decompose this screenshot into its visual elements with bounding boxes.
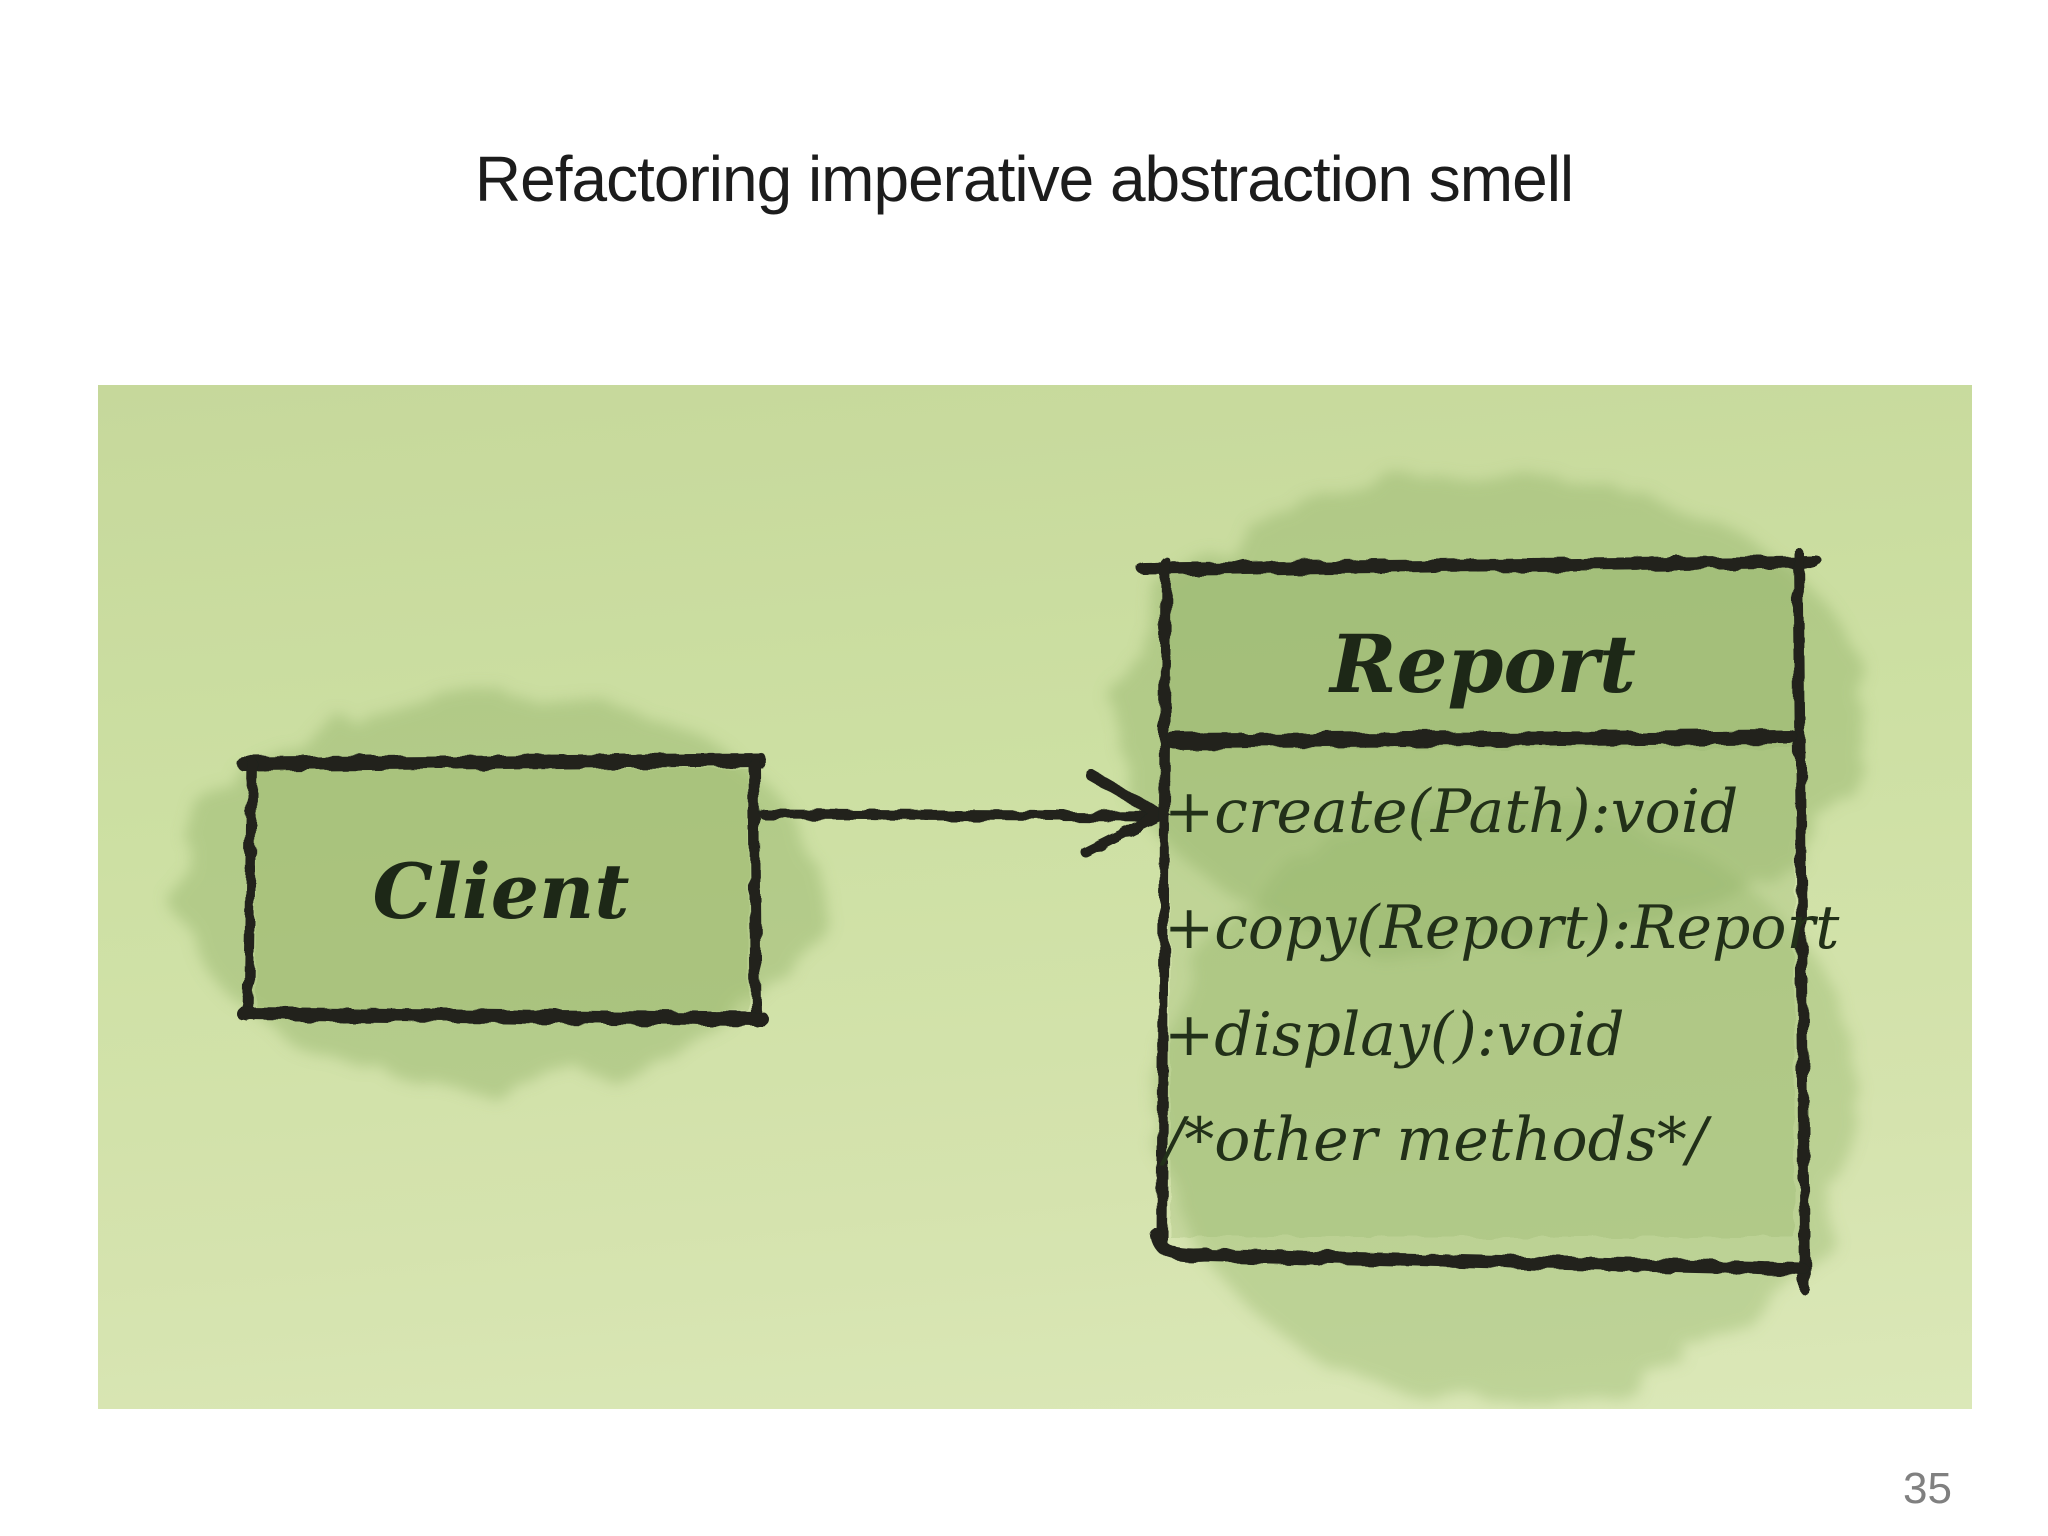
client-box-border <box>237 753 769 1027</box>
report-title-divider <box>1166 729 1798 749</box>
diagram-sketch <box>178 475 1868 1405</box>
report-method-display: +display():void <box>1164 1000 1625 1070</box>
report-box-fill-top <box>1170 569 1794 749</box>
report-box-border <box>1137 547 1823 1295</box>
report-method-copy: +copy(Report):Report <box>1164 893 1840 963</box>
client-box-fill <box>256 769 748 1011</box>
page-number: 35 <box>1903 1464 1952 1513</box>
dependency-arrow <box>759 770 1172 858</box>
report-class-name: Report <box>1330 617 1636 711</box>
report-method-create: +create(Path):void <box>1164 777 1739 847</box>
client-class-name: Client <box>372 847 630 936</box>
diagram-panel: Client Report +create(Path):void +copy(R… <box>98 385 1972 1409</box>
slide-title: Refactoring imperative abstraction smell <box>474 143 1574 215</box>
report-method-other: /*other methods*/ <box>1164 1105 1708 1175</box>
